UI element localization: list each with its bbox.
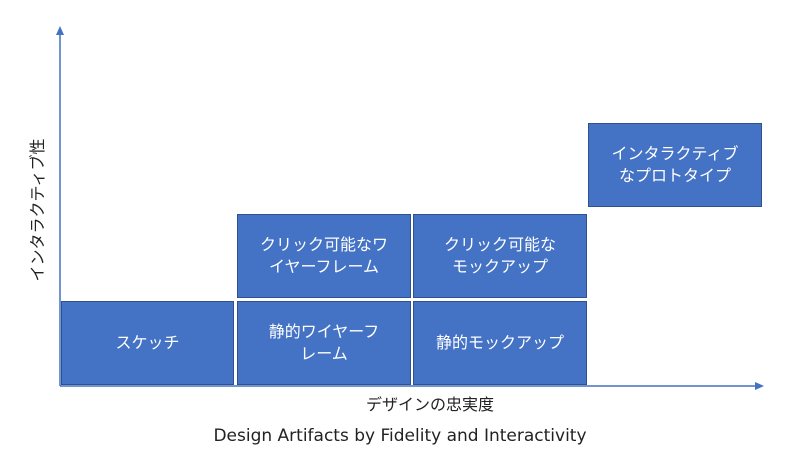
y-axis-arrow-icon [56,26,64,35]
x-axis-arrow-icon [755,382,764,390]
box-static-mockup: 静的モックアップ [413,301,587,385]
box-static-wireframe: 静的ワイヤーフ レーム [237,301,411,385]
y-axis-label: インタラクティブ性 [28,138,47,282]
box-clickable-wireframe: クリック可能なワ イヤーフレーム [237,214,411,298]
diagram-caption: Design Artifacts by Fidelity and Interac… [213,426,587,446]
box-clickable-mockup: クリック可能な モックアップ [413,214,587,298]
x-axis-label: デザインの忠実度 [365,395,494,414]
box-sketch: スケッチ [61,301,234,385]
box-interactive-prototype: インタラクティブ なプロトタイプ [588,123,762,207]
